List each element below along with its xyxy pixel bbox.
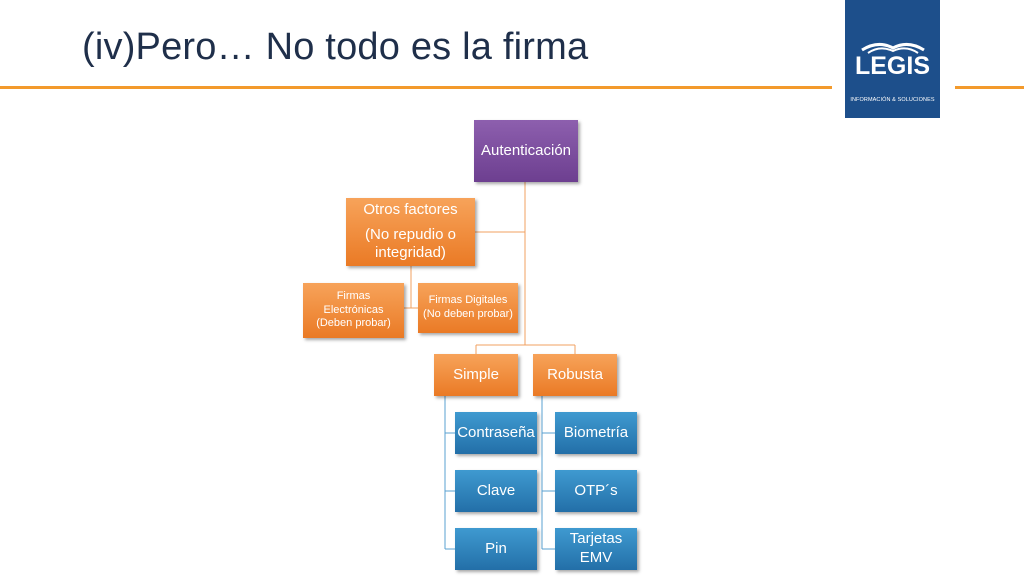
node-firmas-electronicas: Firmas Electrónicas (Deben probar): [303, 283, 404, 338]
node-robusta: Robusta: [533, 354, 617, 396]
otros-factores-subtitle: (No repudio o integridad): [365, 225, 456, 262]
title-rule-right: [955, 86, 1024, 89]
otros-factores-title: Otros factores: [363, 200, 458, 218]
node-tarjetas-emv: Tarjetas EMV: [555, 528, 637, 570]
title-rule-left: [0, 86, 832, 89]
node-biometria: Biometría: [555, 412, 637, 454]
node-pin: Pin: [455, 528, 537, 570]
logo-tagline: INFORMACIÓN & SOLUCIONES: [850, 97, 935, 103]
node-otps: OTP´s: [555, 470, 637, 512]
root-node-autenticacion: Autenticación: [474, 120, 578, 182]
node-contrasena: Contraseña: [455, 412, 537, 454]
node-otros-factores: Otros factores (No repudio o integridad): [346, 198, 475, 266]
legis-logo: LEGIS INFORMACIÓN & SOLUCIONES: [845, 0, 940, 118]
node-simple: Simple: [434, 354, 518, 396]
logo-wordmark: LEGIS: [854, 52, 930, 80]
node-firmas-digitales: Firmas Digitales (No deben probar): [418, 283, 518, 333]
book-icon: [845, 40, 940, 59]
node-clave: Clave: [455, 470, 537, 512]
slide-title: (iv)Pero… No todo es la firma: [82, 26, 589, 68]
